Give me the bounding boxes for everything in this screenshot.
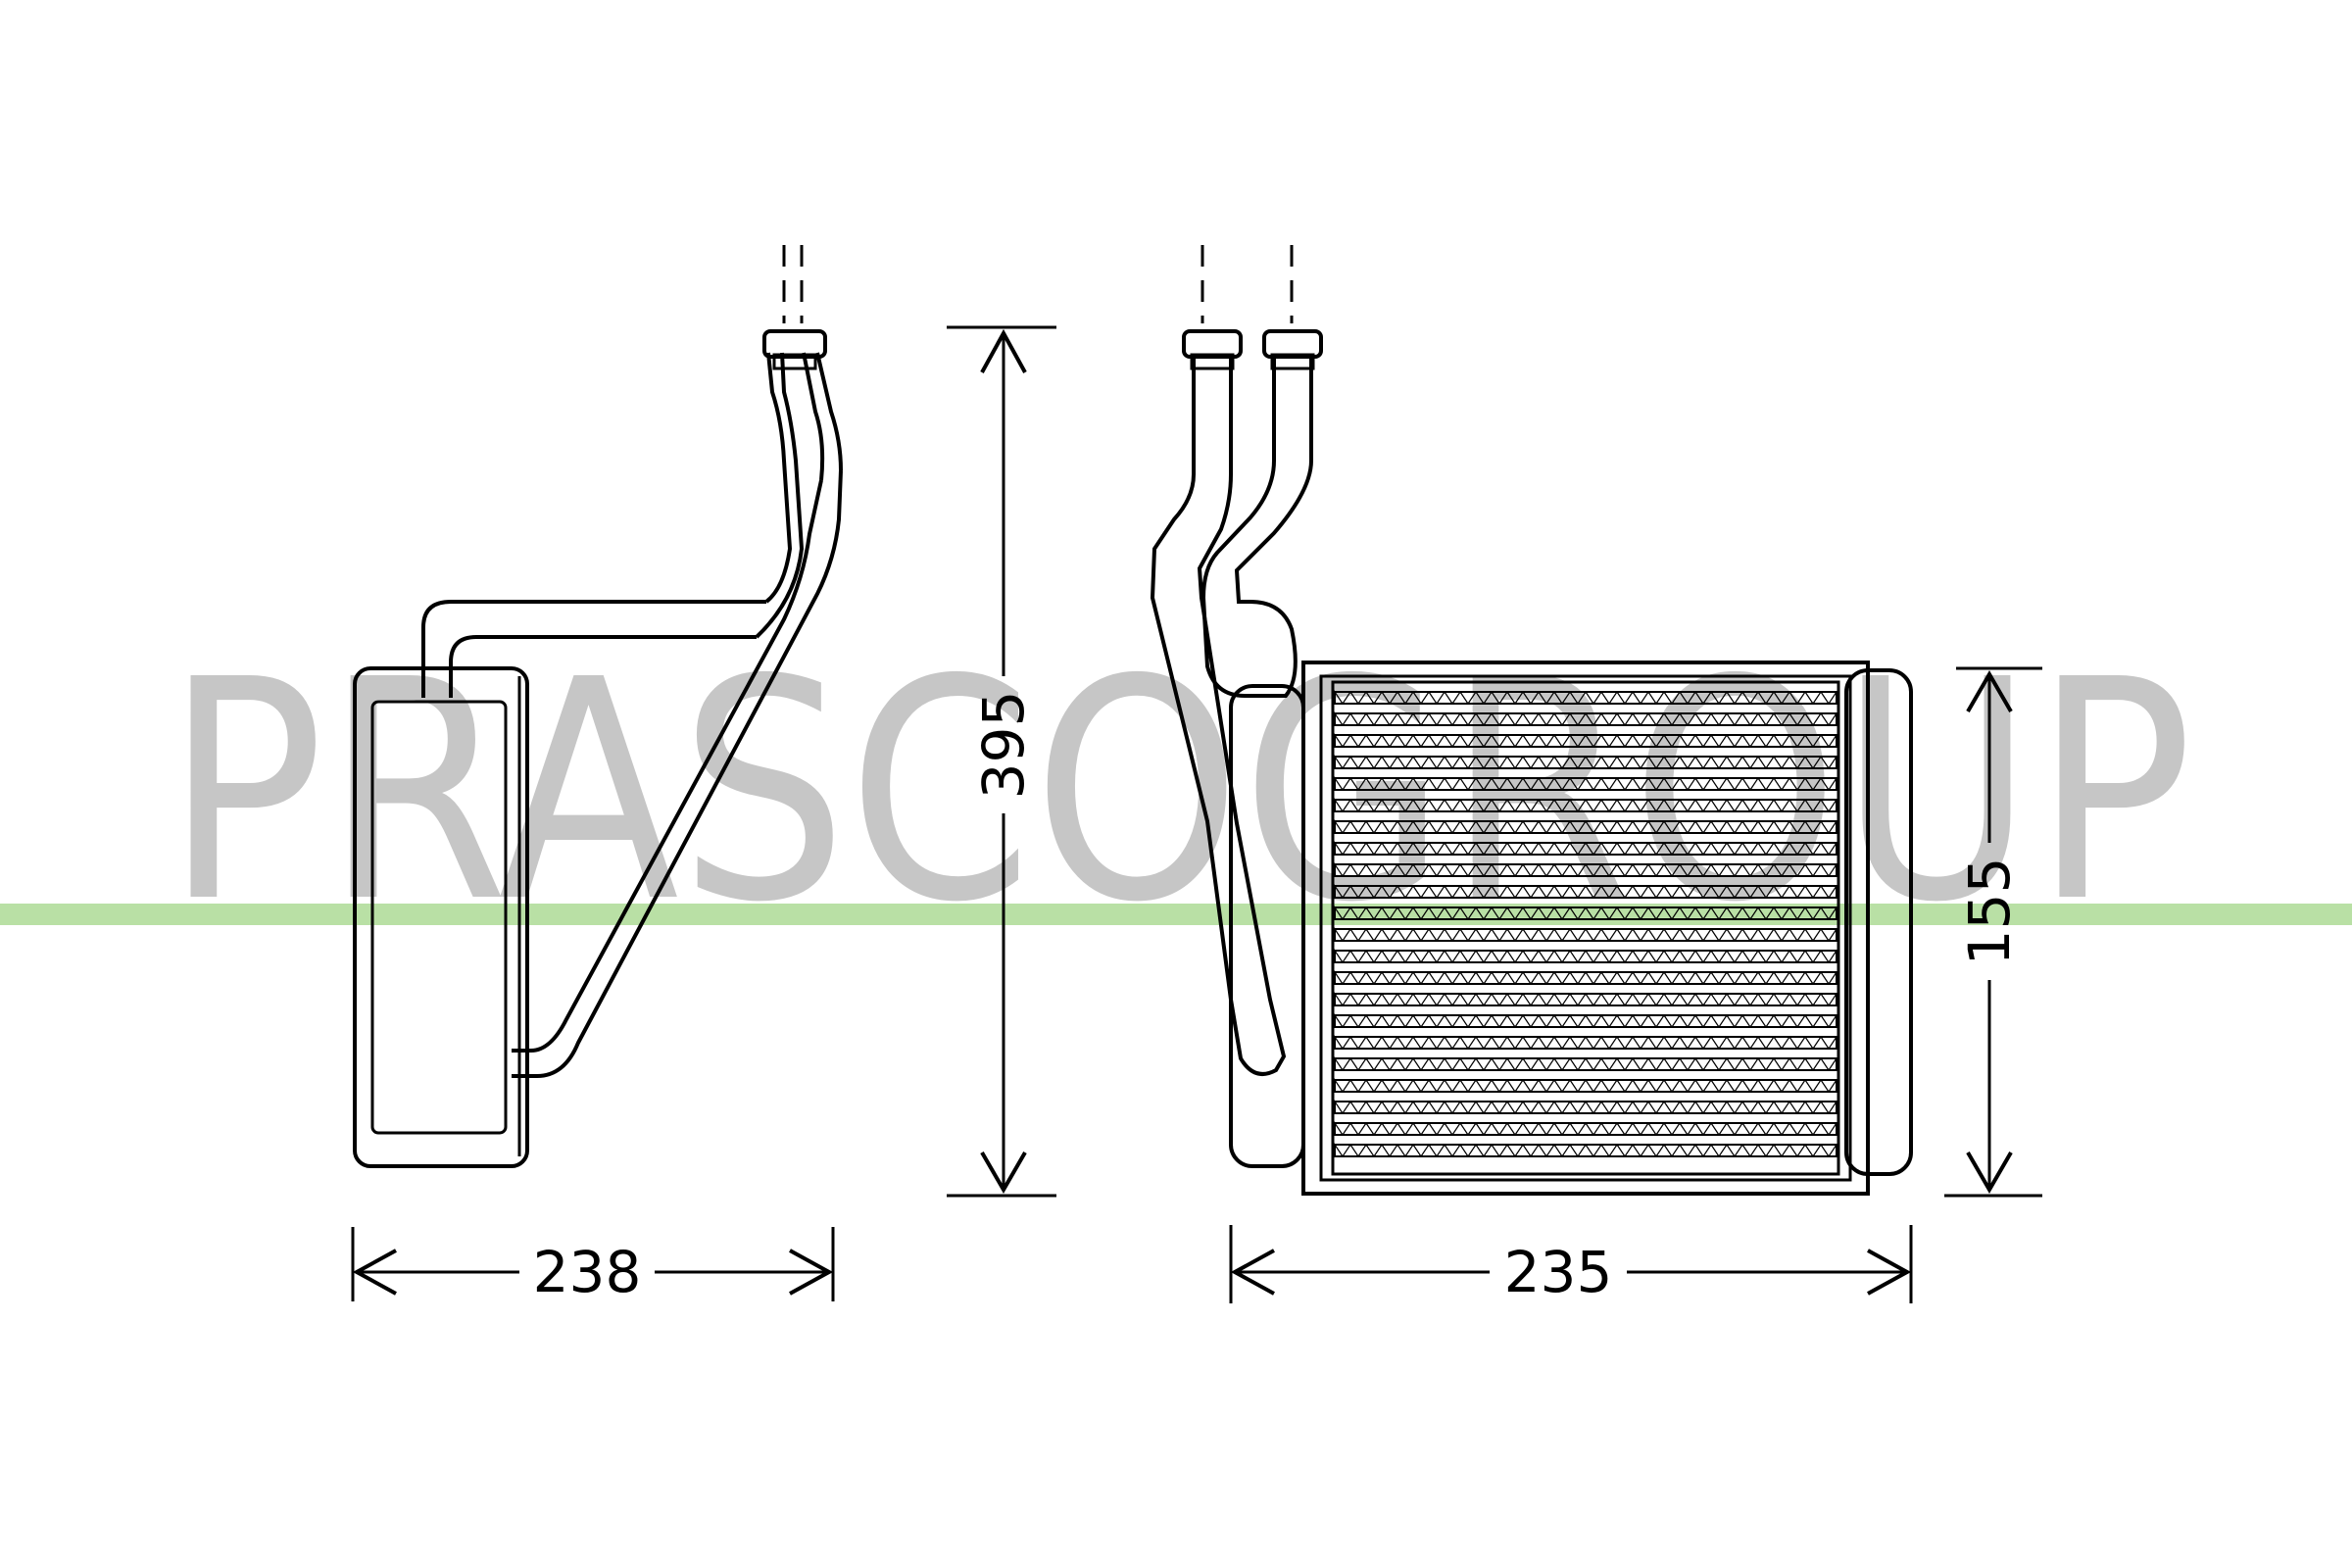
right-outlet-pipe [1150, 357, 1287, 1076]
fin-zigzag [1334, 798, 1838, 813]
left-tank-outer [353, 666, 529, 1168]
core-frame-outer [1301, 661, 1870, 1196]
fin-zigzag [1334, 1035, 1838, 1051]
right-pipe-connector-2 [1262, 329, 1323, 359]
left-width-dimension: 238 [351, 1227, 835, 1305]
height-label: 395 [970, 691, 1037, 800]
right-inlet-pipe [1200, 357, 1313, 698]
fin-zigzag [1334, 733, 1838, 749]
left-width-label: 238 [533, 1239, 642, 1305]
left-upper-tube [421, 600, 766, 698]
fin-zigzag [1334, 992, 1838, 1007]
fin-zigzag [1334, 906, 1838, 921]
fin-row [1334, 1057, 1838, 1071]
fin-row [1334, 1079, 1838, 1093]
fin-zigzag [1334, 1078, 1838, 1094]
left-side-view [353, 245, 843, 1168]
fin-zigzag [1334, 884, 1838, 900]
fin-zigzag [1334, 970, 1838, 986]
fin-row [1334, 1122, 1838, 1136]
fin-zigzag [1334, 927, 1838, 943]
left-lower-tube [512, 479, 823, 1053]
fin-row [1334, 1036, 1838, 1050]
fin-zigzag [1334, 1143, 1838, 1158]
core-height-label: 155 [1956, 858, 2023, 966]
height-dimension: 395 [947, 325, 1056, 1198]
fin-zigzag [1334, 1121, 1838, 1137]
fin-row [1334, 1144, 1838, 1157]
fin-zigzag [1334, 1013, 1838, 1029]
core-fins [1334, 690, 1838, 1158]
fin-row [1334, 993, 1838, 1006]
right-right-tank [1844, 668, 1913, 1176]
right-width-dimension: 235 [1229, 1225, 1913, 1305]
fin-zigzag [1334, 1056, 1838, 1072]
fin-row [1334, 1101, 1838, 1114]
fin-zigzag [1334, 819, 1838, 835]
fin-zigzag [1334, 690, 1838, 706]
fin-zigzag [1334, 949, 1838, 964]
fin-row [1334, 1014, 1838, 1028]
fin-zigzag [1334, 776, 1838, 792]
fin-zigzag [1334, 862, 1838, 878]
fin-zigzag [1334, 755, 1838, 770]
fin-zigzag [1334, 1100, 1838, 1115]
right-pipe-connector-1 [1182, 329, 1243, 359]
right-front-view [1150, 245, 1913, 1196]
fin-zigzag [1334, 711, 1838, 727]
core-height-dimension: 155 [1944, 666, 2042, 1198]
fin-row [1334, 971, 1838, 985]
right-width-label: 235 [1504, 1239, 1613, 1305]
left-tank-inner [370, 700, 508, 1135]
fin-zigzag [1334, 841, 1838, 857]
left-pipe-connector [762, 329, 827, 359]
